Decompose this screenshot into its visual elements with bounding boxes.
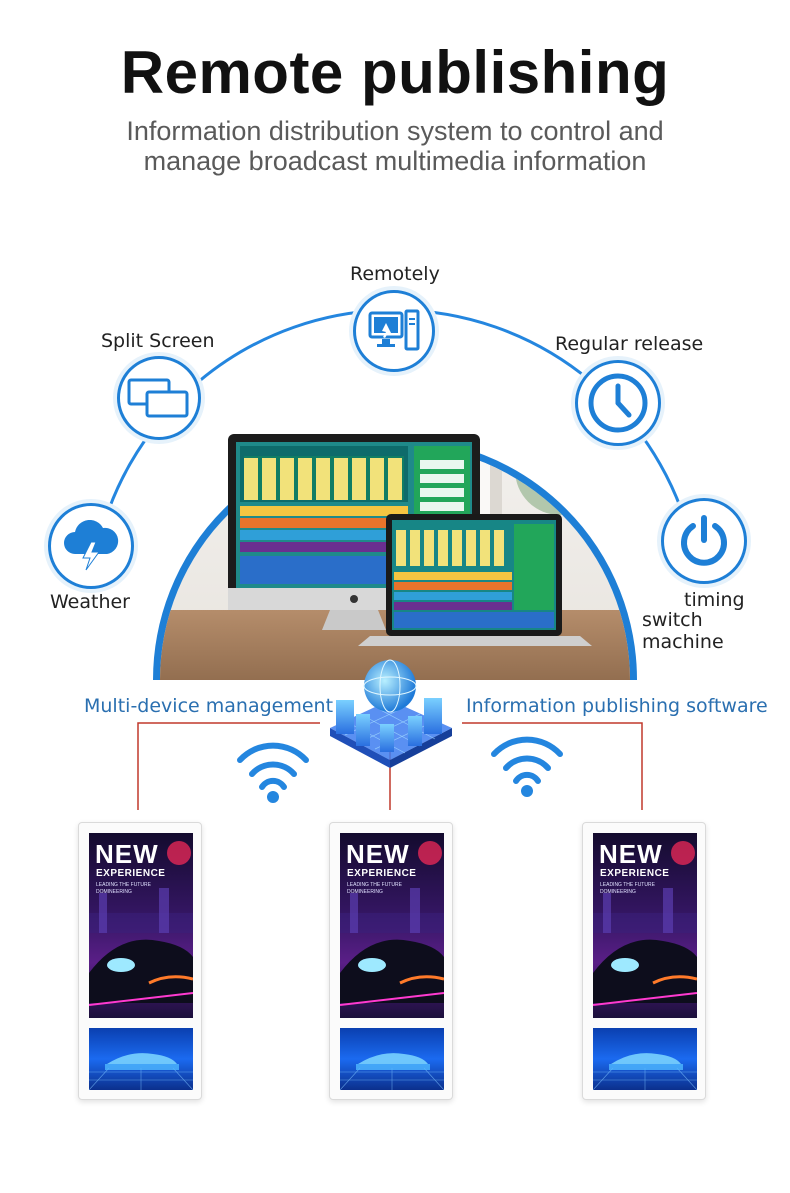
kiosk-bottom-screen [340,1028,444,1090]
weather-label: Weather [50,591,130,613]
kiosk-screen: NEW EXPERIENCE LEADING THE FUTURE DOMINE… [340,833,444,1018]
timing-label-line-2: switch machine [642,609,724,653]
kiosk-headline: NEW [346,839,410,869]
split-screen-icon [127,378,189,418]
kiosk-tagline: LEADING THE FUTURE DOMINEERING [600,882,655,895]
kiosk-display-2: NEW EXPERIENCE LEADING THE FUTURE DOMINE… [329,822,453,1100]
kiosk-subheadline: EXPERIENCE [96,868,166,879]
subtitle-line-1: Information distribution system to contr… [126,116,664,146]
globe-server-icon [330,659,452,768]
subtitle-line-2: manage broadcast multimedia information [143,146,647,176]
regular-release-icon-circle [575,360,661,446]
multi-device-label: Multi-device management [84,695,334,717]
kiosk-bottom-screen [593,1028,697,1090]
wifi-dot [521,785,533,797]
power-icon [681,515,727,566]
split-screen-icon-circle [117,356,201,440]
weather-icon-circle [48,503,134,589]
kiosk-tagline: LEADING THE FUTURE DOMINEERING [96,882,151,895]
kiosk-subheadline: EXPERIENCE [347,868,417,879]
split-screen-label: Split Screen [101,330,215,352]
kiosk-screen: NEW EXPERIENCE LEADING THE FUTURE DOMINE… [593,833,697,1018]
kiosk-screen: NEW EXPERIENCE LEADING THE FUTURE DOMINE… [89,833,193,1018]
regular-release-label: Regular release [555,333,704,355]
kiosk-headline: NEW [599,839,663,869]
laptop [358,514,592,646]
clock-icon [588,373,648,433]
computer-icon [368,309,420,351]
wifi-dot [267,791,279,803]
kiosk-tagline: LEADING THE FUTURE DOMINEERING [347,882,402,895]
info-software-label: Information publishing software [466,695,768,717]
wifi-icon [237,742,309,790]
page-title: Remote publishing [120,39,670,106]
remotely-icon-circle [353,290,435,372]
timing-icon-circle [661,498,747,584]
cloud-lightning-icon [64,520,119,571]
timing-label-line-1: timing [684,589,745,611]
kiosk-subheadline: EXPERIENCE [600,868,670,879]
wifi-icon [491,736,563,784]
kiosk-display-1: NEW EXPERIENCE LEADING THE FUTURE DOMINE… [78,822,202,1100]
kiosk-headline: NEW [95,839,159,869]
kiosk-display-3: NEW EXPERIENCE LEADING THE FUTURE DOMINE… [582,822,706,1100]
remotely-label: Remotely [350,263,440,285]
kiosk-bottom-screen [89,1028,193,1090]
